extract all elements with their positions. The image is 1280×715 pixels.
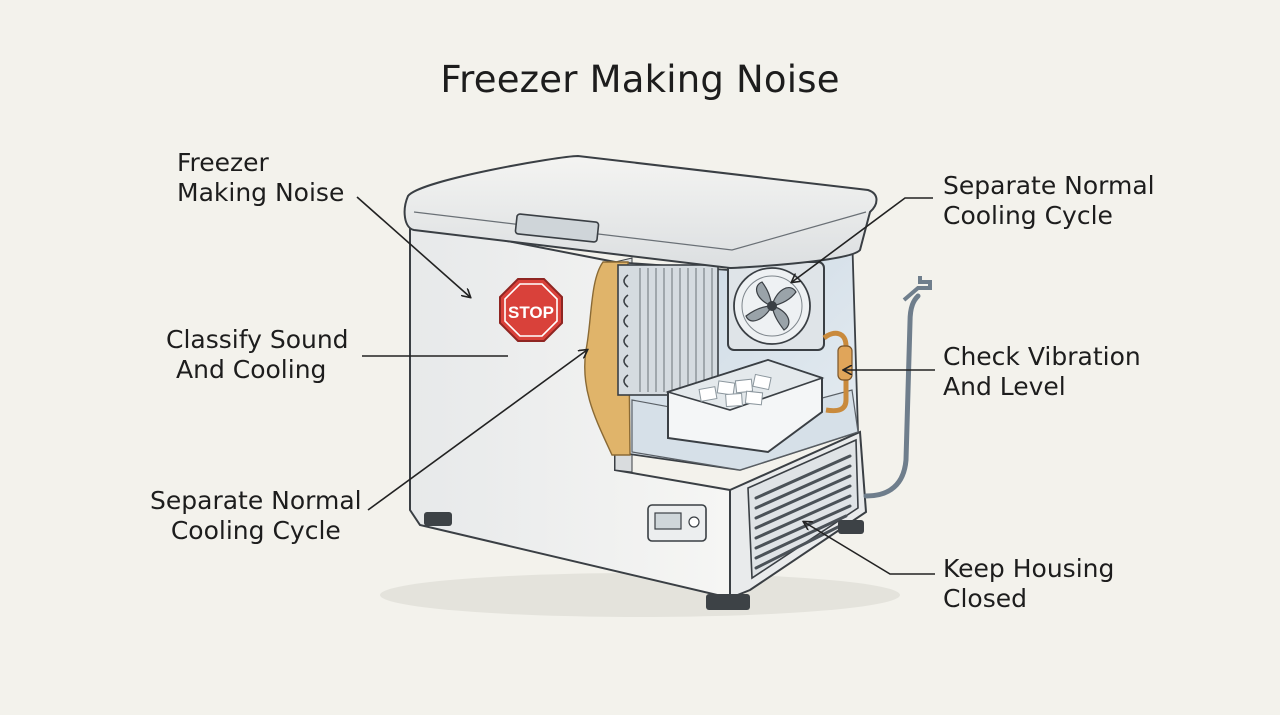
stop-sign-text: STOP <box>508 303 554 322</box>
label-top-left: Freezer Making Noise <box>177 148 345 207</box>
evaporator-coil <box>617 264 719 396</box>
ice-cubes <box>698 373 772 408</box>
label-bottom-left: Separate Normal Cooling Cycle <box>150 486 362 545</box>
label-mid-right: Check Vibration And Level <box>943 342 1141 401</box>
control-knob <box>688 516 700 528</box>
freezer-lid <box>403 154 878 270</box>
control-display <box>654 512 682 530</box>
coil-loops <box>623 274 629 388</box>
water-hose <box>863 293 921 499</box>
leader-top-left <box>356 196 470 297</box>
stop-sign <box>499 278 563 342</box>
leader-bottom-right <box>804 522 935 575</box>
label-top-right: Separate Normal Cooling Cycle <box>943 171 1155 230</box>
label-mid-left: Classify Sound And Cooling <box>166 325 349 384</box>
evaporator-fins <box>639 268 713 392</box>
lid-handle <box>514 213 600 243</box>
fan-blades <box>745 281 797 331</box>
hose-tap <box>902 276 932 302</box>
leader-bottom-left <box>367 350 587 511</box>
diagram-title: Freezer Making Noise <box>440 58 840 101</box>
leader-top-right <box>792 197 933 282</box>
label-bottom-right: Keep Housing Closed <box>943 554 1115 613</box>
foot-left <box>424 512 452 526</box>
foot-front <box>706 594 750 610</box>
floor-shadow <box>380 573 900 617</box>
foot-right <box>838 520 864 534</box>
